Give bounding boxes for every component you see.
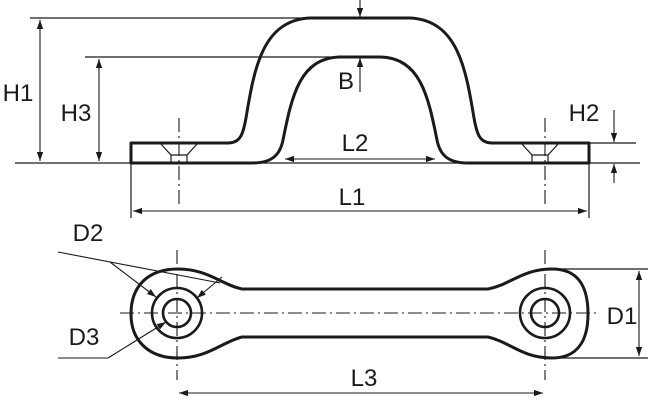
d2-leader-line [57, 251, 221, 284]
l1-label: L1 [339, 184, 366, 211]
d1-label: D1 [607, 303, 638, 330]
b-label: B [338, 68, 354, 95]
strap-side-profile [129, 16, 591, 165]
d3-label: D3 [69, 324, 100, 351]
l3-label: L3 [351, 365, 378, 392]
right-hole-bore [529, 297, 561, 329]
strap-plan-outline [129, 267, 590, 360]
d3-leader-arrow [107, 321, 167, 359]
h2-label: H2 [569, 100, 600, 127]
d2-label: D2 [73, 220, 104, 247]
top-view: D2 D3 D1 L3 [57, 220, 648, 397]
right-hole-countersink [518, 286, 572, 340]
left-hole-countersink [150, 286, 204, 340]
d2-leader-arrow-b [196, 276, 223, 299]
h3-label: H3 [61, 100, 92, 127]
left-hole-bore [161, 297, 193, 329]
side-view: H1 H3 B H2 L2 L1 [3, 0, 640, 218]
h1-label: H1 [3, 80, 34, 107]
l2-label: L2 [342, 130, 369, 157]
d2-leader-arrow-a [109, 261, 157, 298]
countersink-right [520, 142, 560, 163]
